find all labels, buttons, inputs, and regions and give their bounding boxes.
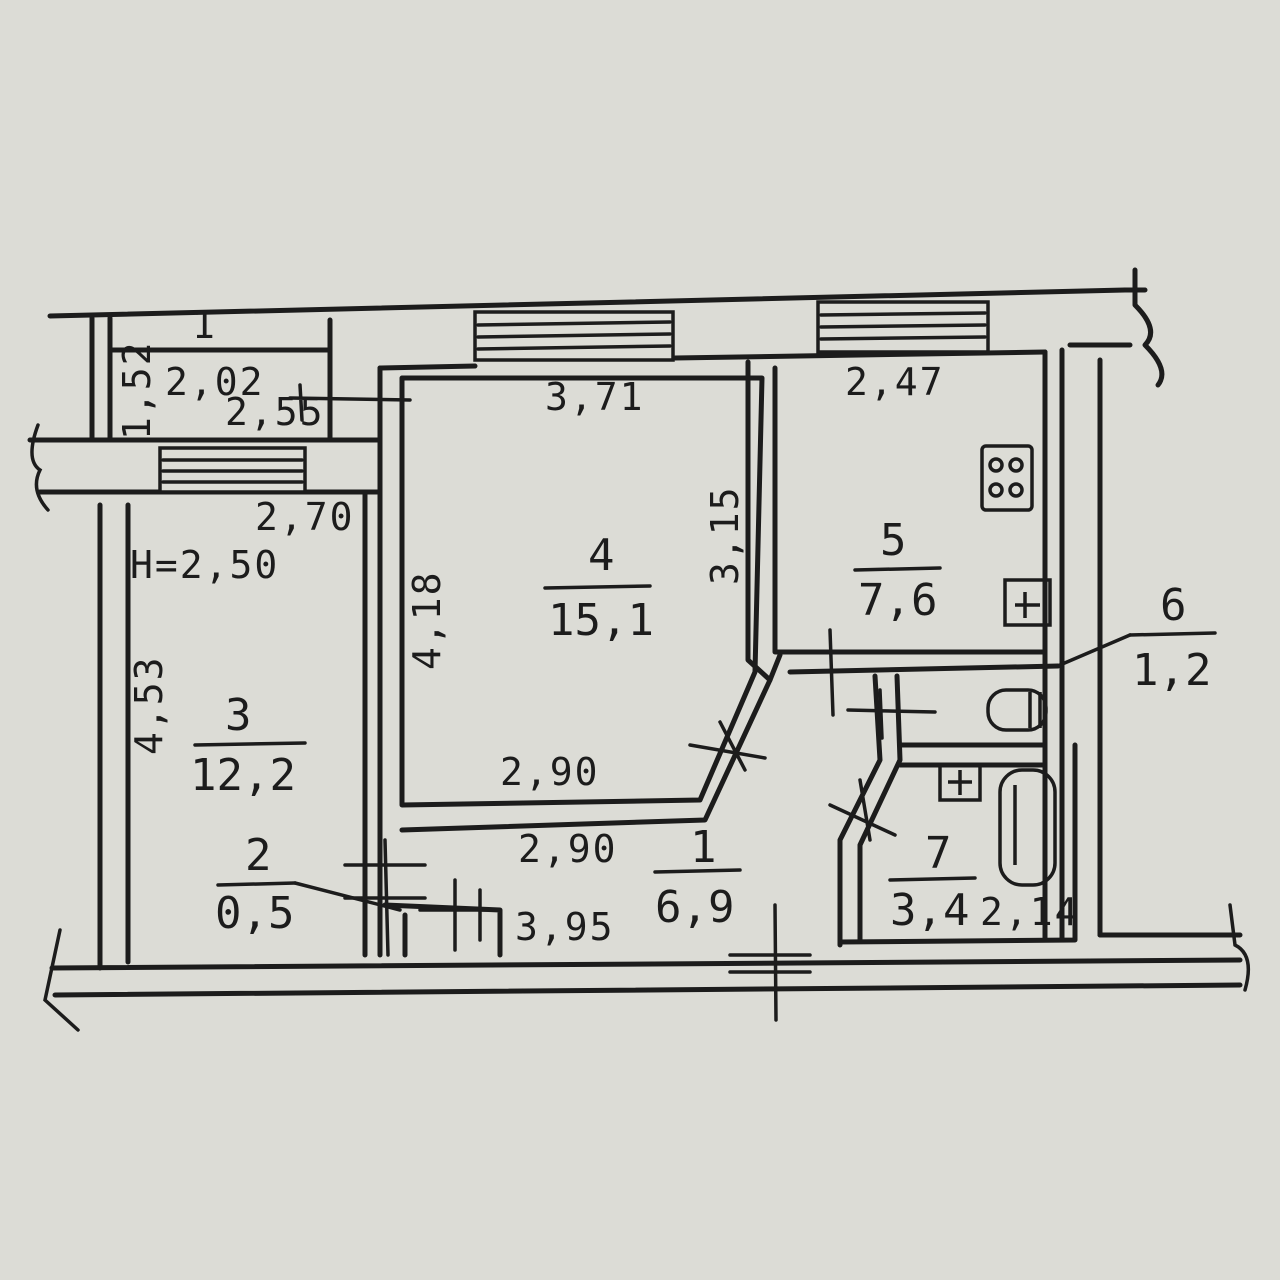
dim-balcony-b: 2,55 [225,390,325,434]
stove-icon [980,444,1034,512]
bottom-wall [49,932,1243,998]
door-wc [828,778,897,842]
bath-bottom [837,742,1078,945]
dim-bath-width: 2,14 [980,890,1080,934]
bath-left-walls [837,673,903,948]
room5-area: 7,6 [858,575,937,626]
fixtures [938,444,1057,887]
room5-number: 5 [880,515,907,566]
balcony-walls [89,315,333,443]
room1-number: 1 [690,822,717,873]
left-wall-break [30,423,50,512]
dimension-labels: 1,52 2,02 2,55 2,70 H=2,50 4,53 3,71 4,1… [115,340,1080,949]
balcony-number: 1 [192,303,217,347]
door-entrance [728,903,812,1022]
door-closet [418,878,492,952]
dim-room3-top: 2,70 [255,495,355,539]
door-bath [828,628,937,740]
bottom-wall-breaks [43,903,1251,1032]
room6-number: 6 [1160,580,1187,631]
dim-room3-side: 4,53 [127,655,171,755]
windows [158,300,990,494]
dim-hall-bottom: 3,95 [515,905,615,949]
room4-number: 4 [588,530,615,581]
top-wall [47,287,1128,371]
dim-room4-bottom: 2,90 [500,750,600,794]
door-room4 [688,720,767,772]
room4-area: 15,1 [548,595,654,646]
room-labels: 4 15,1 5 7,6 6 1,2 3 12,2 2 0,5 1 6,9 7 … [190,303,1217,939]
dim-room4-right: 3,15 [703,485,747,585]
corridor-wall [399,652,783,833]
right-walls [787,342,1133,943]
room2-number: 2 [245,830,272,881]
room2-area: 0,5 [215,888,294,939]
room3-number: 3 [225,690,252,741]
bath-divider [897,742,1048,768]
dim-room4-left: 4,18 [405,570,449,670]
door-balcony [288,383,412,422]
room7-area: 3,4 [890,885,969,936]
door-marks [288,383,937,1022]
dim-room4-top: 3,71 [545,375,645,419]
room7-number: 7 [925,828,952,879]
room6-area: 1,2 [1132,645,1211,696]
dim-balcony-a: 2,02 [165,360,265,404]
ceiling-height: H=2,50 [130,543,279,587]
room3-area: 12,2 [190,750,296,801]
toilet-icon [986,688,1048,732]
dim-balcony-depth: 1,52 [115,340,159,440]
basin-icon [938,763,982,802]
bathtub-icon [998,768,1057,887]
dim-room5-top: 2,47 [845,360,945,404]
dim-hall-top: 2,90 [518,827,618,871]
sink-icon [1003,578,1052,627]
entrance-niche [382,902,503,958]
kitchen-walls [745,349,1048,943]
top-wall-break-right [1122,267,1165,388]
room1-area: 6,9 [655,882,734,933]
